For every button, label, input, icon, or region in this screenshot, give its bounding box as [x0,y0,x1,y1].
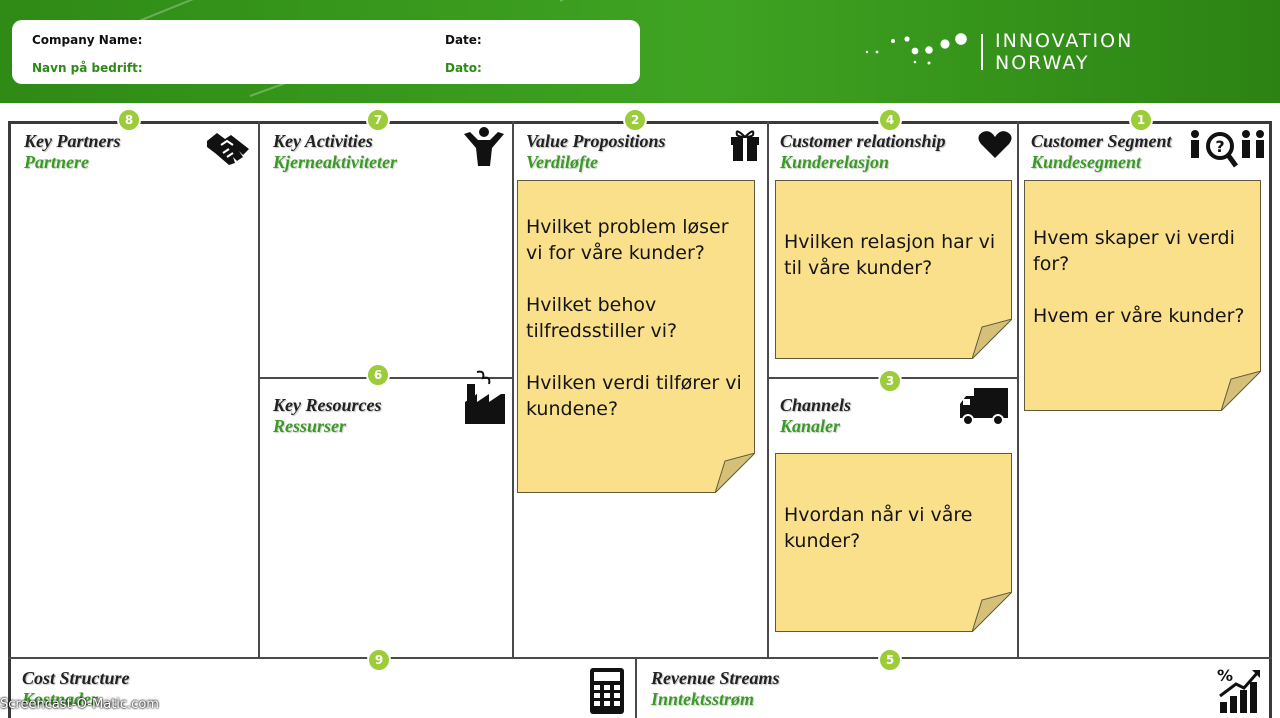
innovation-norway-logo: INNOVATION NORWAY [865,30,1155,74]
divider [1017,121,1019,658]
date-label-no: Dato: [445,61,482,75]
note-fold-corner [972,592,1012,632]
channels-subtitle: Kanaler [780,416,841,436]
customer-segment-title: Customer Segment [1031,131,1172,151]
divider [512,121,514,658]
key-partners-subtitle: Partnere [24,152,89,172]
customer-relationship-subtitle: Kunderelasjon [780,152,890,172]
note-question: Hvilken verdi tilfører vi kundene? [526,372,742,420]
calculator-icon [590,668,624,714]
block-number-badge: 2 [623,108,647,132]
customer-segment-note: Hvem skaper vi verdi for? Hvem er våre k… [1024,180,1261,411]
block-number-badge: 7 [366,108,390,132]
note-fold-corner [715,453,755,493]
note-question: Hvem skaper vi verdi for? [1033,227,1235,275]
block-number-badge: 3 [878,369,902,393]
divider [767,121,769,658]
note-question: Hvilket problem løser vi for våre kunder… [526,216,729,264]
factory-icon [465,370,505,424]
divider [8,657,1272,659]
logo-text-line1: INNOVATION [995,30,1134,52]
key-resources-title: Key Resources [273,395,382,415]
value-propositions-title: Value Propositions [526,131,666,151]
key-activities-title: Key Activities [273,131,373,151]
truck-icon [960,388,1008,426]
divider [258,121,260,658]
handshake-icon [207,133,249,165]
revenue-streams-subtitle: Inntektsstrøm [651,689,755,709]
date-label: Date: [445,33,482,47]
logo-text-line2: NORWAY [995,52,1090,74]
value-propositions-note: Hvilket problem løser vi for våre kunder… [517,180,755,493]
svg-text:?: ? [1215,137,1224,156]
customer-search-icon: ? [1191,130,1264,168]
block-number-badge: 4 [878,108,902,132]
company-info-box: Company Name: Navn på bedrift: Date: Dat… [12,20,640,84]
note-question: Hvordan når vi våre kunder? [784,504,973,552]
cost-structure-title: Cost Structure [22,668,130,688]
customer-relationship-title: Customer relationship [780,131,946,151]
decor-streak [559,0,685,2]
revenue-streams-title: Revenue Streams [651,668,780,688]
watermark: Screencast-O-Matic.com [0,697,159,712]
person-activity-icon [464,127,504,166]
heart-icon [978,131,1012,158]
note-question: Hvilket behov tilfredsstiller vi? [526,294,678,342]
company-name-label: Company Name: [32,33,143,47]
block-number-badge: 8 [117,108,141,132]
note-question: Hvem er våre kunder? [1033,305,1245,327]
key-activities-subtitle: Kjerneaktiviteter [273,152,397,172]
value-propositions-subtitle: Verdiløfte [526,152,598,172]
revenue-growth-icon: % [1217,666,1260,713]
gift-icon [731,130,759,161]
customer-relationship-note: Hvilken relasjon har vi til våre kunder? [775,180,1012,359]
block-number-badge: 9 [367,648,391,672]
key-resources-subtitle: Ressurser [273,416,347,436]
block-number-badge: 1 [1129,108,1153,132]
divider [635,658,637,718]
channels-title: Channels [780,395,852,415]
svg-text:%: % [1217,666,1233,685]
cost-structure-subtitle: Kostnader [22,689,99,709]
block-number-badge: 6 [366,363,390,387]
note-fold-corner [972,319,1012,359]
key-partners-title: Key Partners [24,131,121,151]
note-question: Hvilken relasjon har vi til våre kunder? [784,231,996,279]
header-banner: Company Name: Navn på bedrift: Date: Dat… [0,0,1280,103]
customer-segment-subtitle: Kundesegment [1031,152,1142,172]
note-fold-corner [1221,371,1261,411]
block-number-badge: 5 [878,648,902,672]
logo-dots-icon [865,33,983,70]
channels-note: Hvordan når vi våre kunder? [775,453,1012,632]
company-name-label-no: Navn på bedrift: [32,61,143,75]
